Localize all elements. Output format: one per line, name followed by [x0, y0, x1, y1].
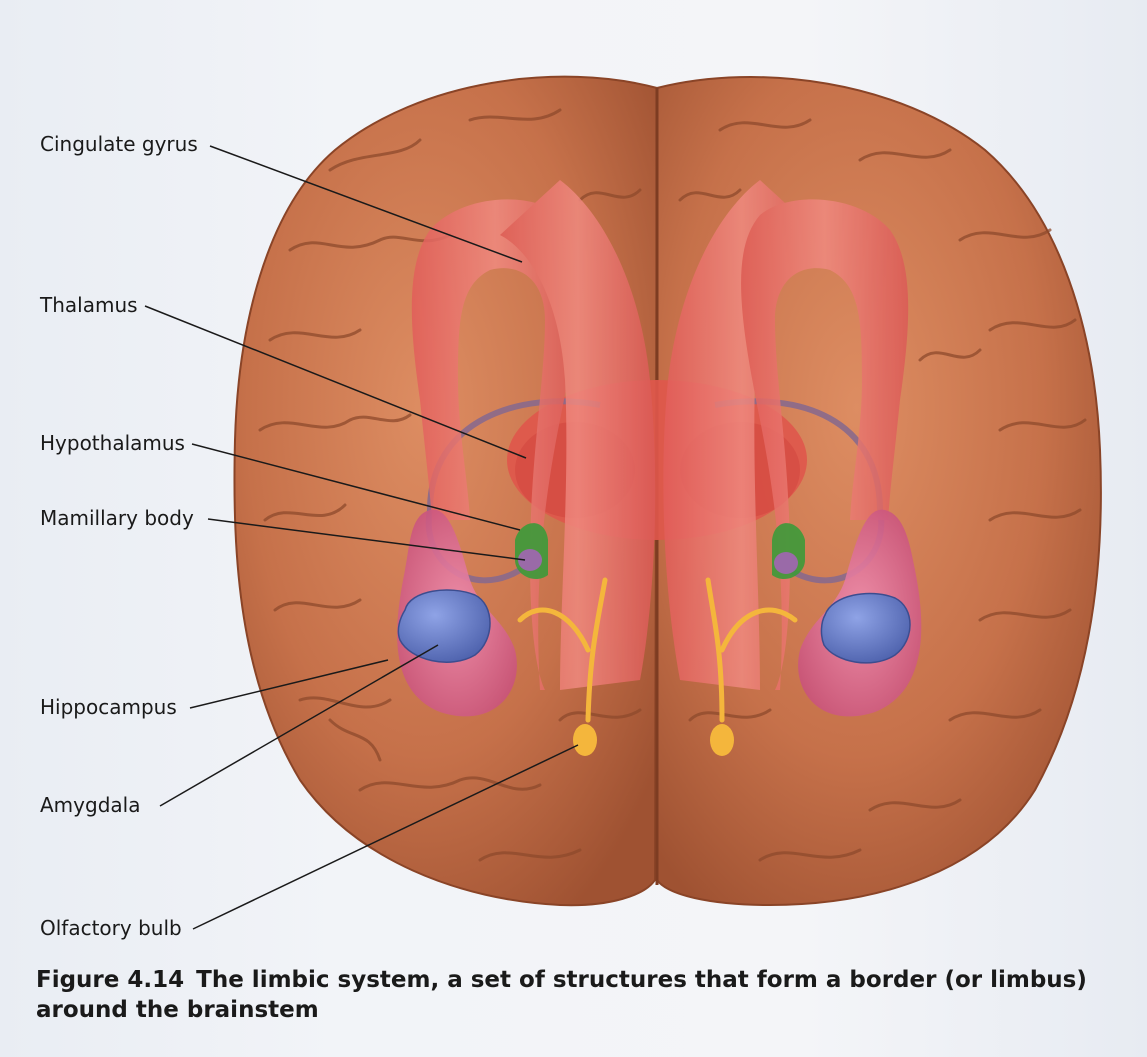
caption-text: The limbic system, a set of structures t…: [36, 967, 1087, 1023]
label-hypothalamus: Hypothalamus: [40, 431, 185, 455]
label-hippocampus: Hippocampus: [40, 695, 177, 719]
label-amygdala: Amygdala: [40, 793, 140, 817]
label-thalamus: Thalamus: [40, 293, 138, 317]
figure-number: Figure 4.14: [36, 967, 184, 993]
label-cingulate-gyrus: Cingulate gyrus: [40, 132, 198, 156]
label-mamillary-body: Mamillary body: [40, 506, 194, 530]
label-olfactory-bulb: Olfactory bulb: [40, 916, 182, 940]
